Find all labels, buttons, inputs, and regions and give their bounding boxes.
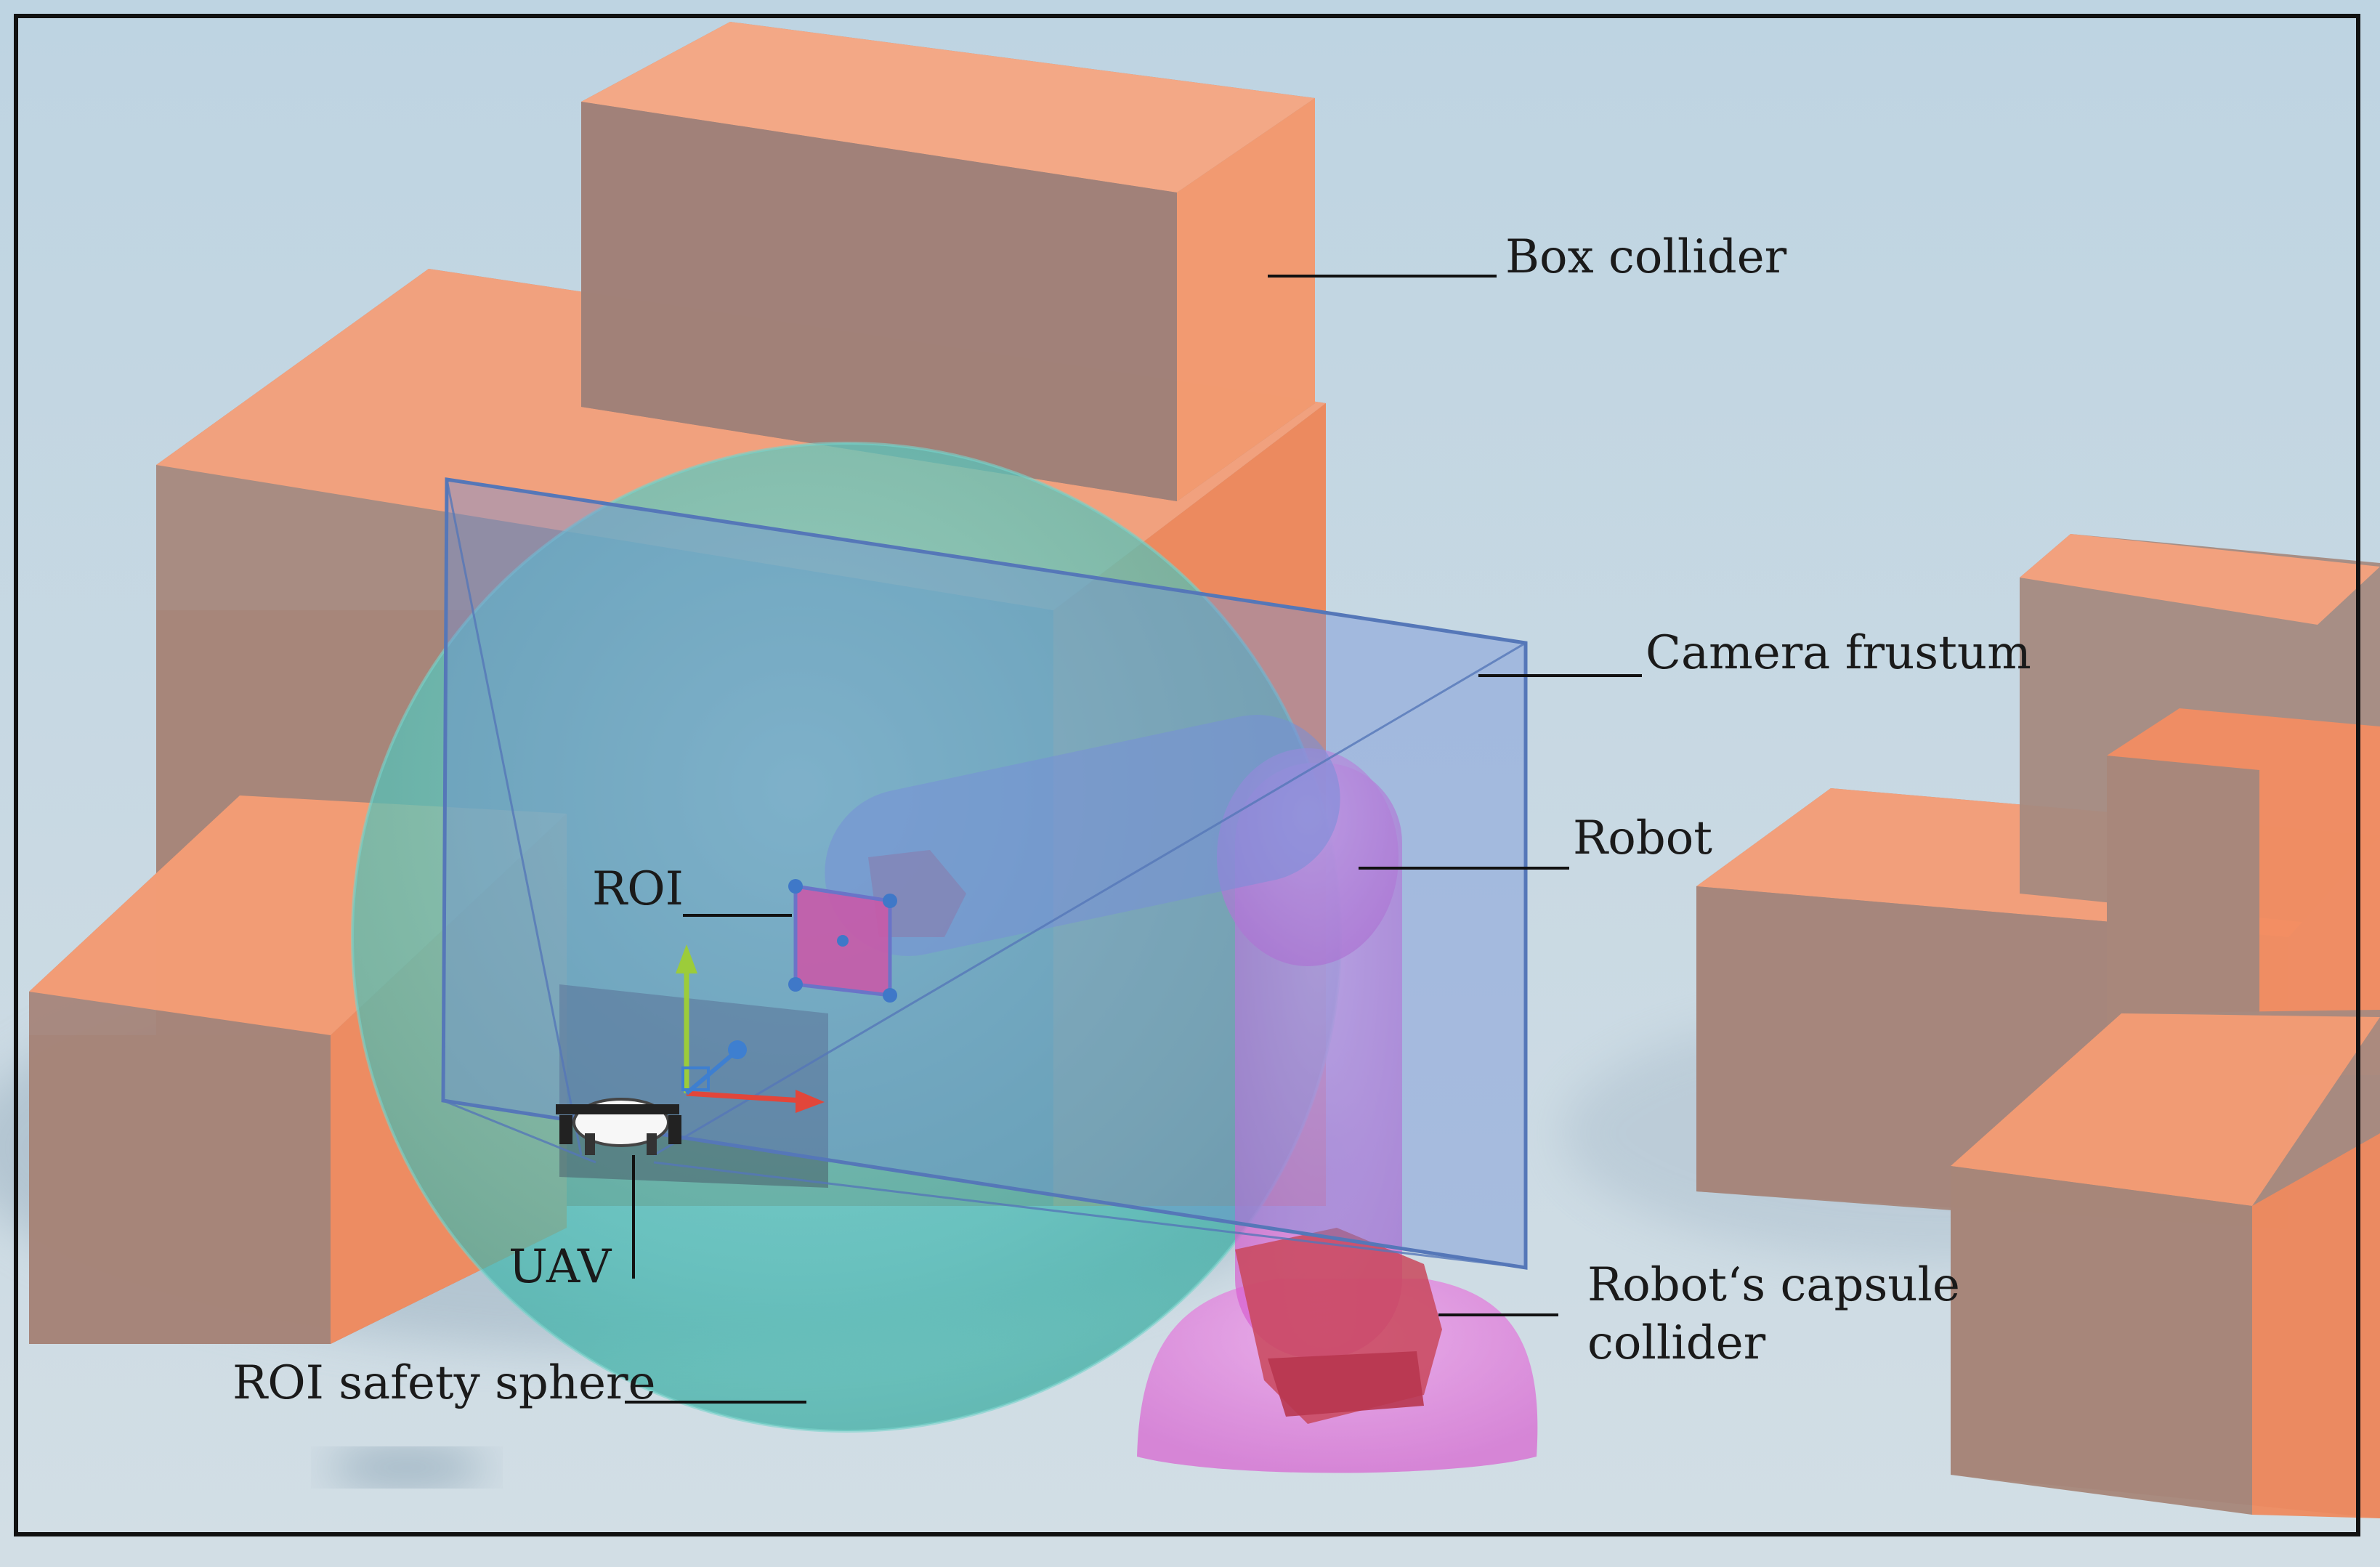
label-uav: UAV bbox=[509, 1240, 612, 1294]
label-roi-safety-sphere: ROI safety sphere bbox=[232, 1356, 655, 1410]
label-robot-capsule-collider-line1: Robot‘s capsule bbox=[1587, 1258, 1960, 1312]
label-camera-frustum: Camera frustum bbox=[1646, 626, 2031, 680]
sphere-shadow bbox=[327, 1450, 487, 1485]
box-collider-right-top bbox=[2020, 534, 2380, 1082]
label-robot-capsule-collider-line2: collider bbox=[1587, 1316, 1766, 1370]
robot bbox=[868, 850, 1442, 1424]
figure-border bbox=[14, 14, 2360, 1536]
roi-target bbox=[788, 879, 897, 1003]
box-collider-right-front bbox=[1951, 1010, 2380, 1518]
transform-gizmo bbox=[676, 944, 825, 1113]
label-box-collider: Box collider bbox=[1505, 230, 1787, 284]
box-collider-top bbox=[581, 22, 1315, 501]
uav bbox=[556, 1098, 681, 1155]
label-robot: Robot bbox=[1573, 811, 1712, 865]
label-roi: ROI bbox=[592, 862, 684, 916]
